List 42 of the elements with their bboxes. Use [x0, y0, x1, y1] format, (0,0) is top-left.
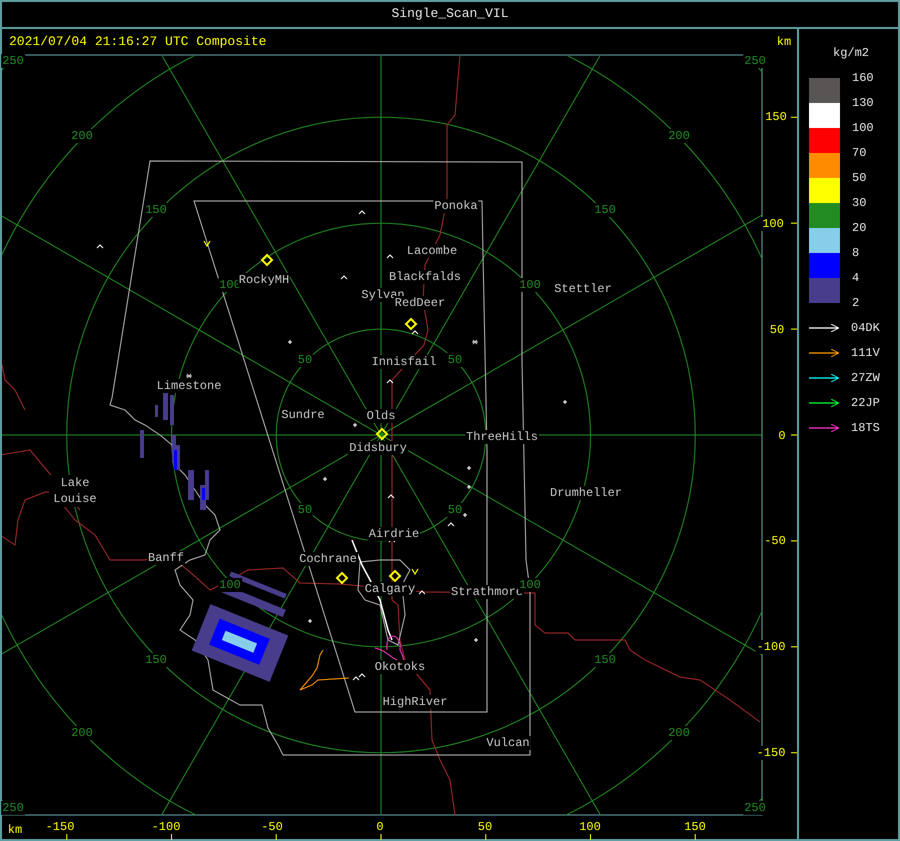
place-name: Vulcan: [485, 736, 531, 750]
range-ring-label: 150: [593, 653, 617, 667]
range-ring-label: 100: [518, 578, 542, 592]
place-name: Banff: [147, 551, 185, 565]
range-ring-label: 200: [667, 726, 691, 740]
place-name: Drumheller: [549, 486, 623, 500]
axis-tick-label: -150: [756, 746, 786, 760]
range-ring-label: 150: [144, 203, 168, 217]
range-ring-label: 50: [446, 503, 464, 517]
range-ring-label: 250: [1, 54, 25, 68]
axis-tick-label: 100: [761, 217, 785, 231]
range-ring-label: 50: [296, 353, 314, 367]
place-name: Olds: [366, 409, 396, 423]
range-ring-label: 150: [593, 203, 617, 217]
place-name: Calgary: [364, 582, 416, 596]
range-ring-label: 50: [446, 353, 464, 367]
place-name: Ponoka: [433, 199, 479, 213]
range-ring-label: 250: [743, 801, 767, 815]
place-name: Airdrie: [368, 527, 420, 541]
range-ring-label: 100: [218, 578, 242, 592]
place-name: Lacombe: [406, 244, 458, 258]
axis-tick-label: -100: [756, 640, 786, 654]
place-name: Blackfalds: [388, 270, 462, 284]
place-name: ThreeHills: [465, 430, 539, 444]
timestamp: 2021/07/04 21:16:27 UTC Composite: [8, 35, 268, 49]
range-ring-label: 250: [1, 801, 25, 815]
place-name: Didsbury: [348, 441, 408, 455]
place-name: Innisfail: [370, 355, 438, 369]
place-name: Limestone: [156, 379, 222, 393]
place-name: RockyMH: [238, 273, 290, 287]
range-ring-label: 200: [70, 726, 94, 740]
legend-title: kg/m2: [832, 46, 870, 60]
range-ring-label: 250: [743, 54, 767, 68]
range-ring-label: 200: [70, 129, 94, 143]
place-name: Okotoks: [374, 660, 426, 674]
place-name: HighRiver: [382, 695, 448, 709]
range-ring-label: 200: [667, 129, 691, 143]
range-ring-label: 100: [518, 278, 542, 292]
range-ring-label: 150: [144, 653, 168, 667]
place-name: Cochrane: [298, 552, 358, 566]
chart-title: Single_Scan_VIL: [390, 7, 510, 21]
range-ring-label: 50: [296, 503, 314, 517]
